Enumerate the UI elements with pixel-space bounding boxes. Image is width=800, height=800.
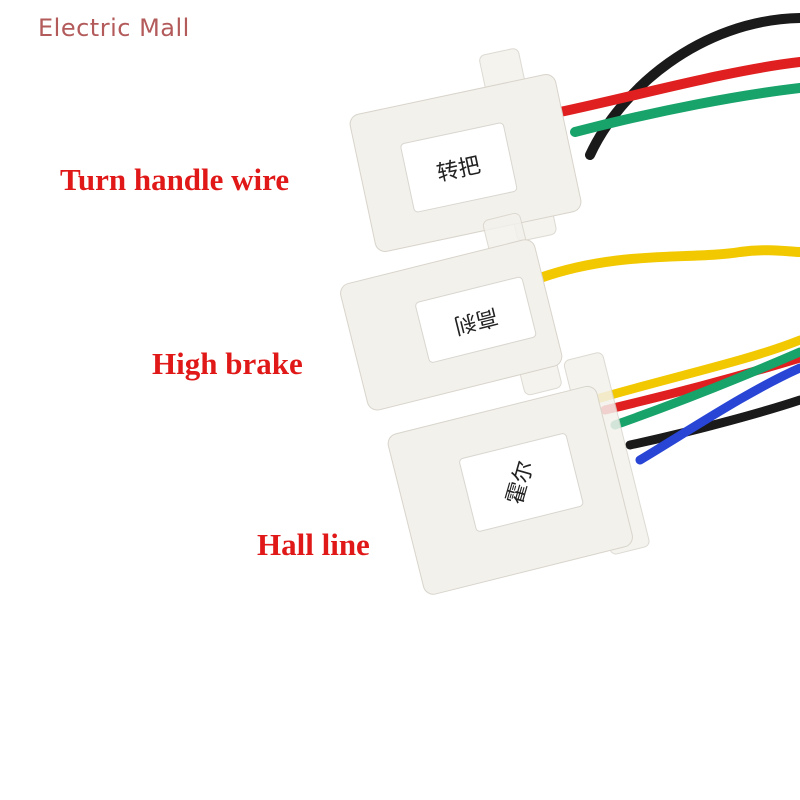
hall-line-callout: Hall line (257, 527, 370, 562)
high-brake-yellow-wire (535, 245, 800, 283)
high-brake-callout: High brake (152, 346, 303, 381)
turn-handle-red-wire (555, 57, 800, 117)
turn-handle-connector: 转把 (349, 48, 582, 252)
hall-yellow-wire (595, 335, 800, 403)
watermark-text: Electric Mall (38, 14, 190, 42)
turn-handle-black-wire (585, 13, 800, 160)
hall-green-wire (610, 347, 800, 430)
connector-label (459, 433, 584, 532)
connector-label (415, 276, 537, 363)
connector-label (400, 122, 518, 213)
turn-handle-callout: Turn handle wire (60, 162, 290, 197)
high-brake-connector: 高刹 (340, 212, 563, 411)
hall-blue-wire (635, 363, 800, 465)
hall-black-wire (625, 395, 800, 450)
turn-handle-green-wire (570, 83, 800, 137)
hall-connector: 霍尔 (387, 352, 650, 595)
wires (535, 13, 800, 465)
